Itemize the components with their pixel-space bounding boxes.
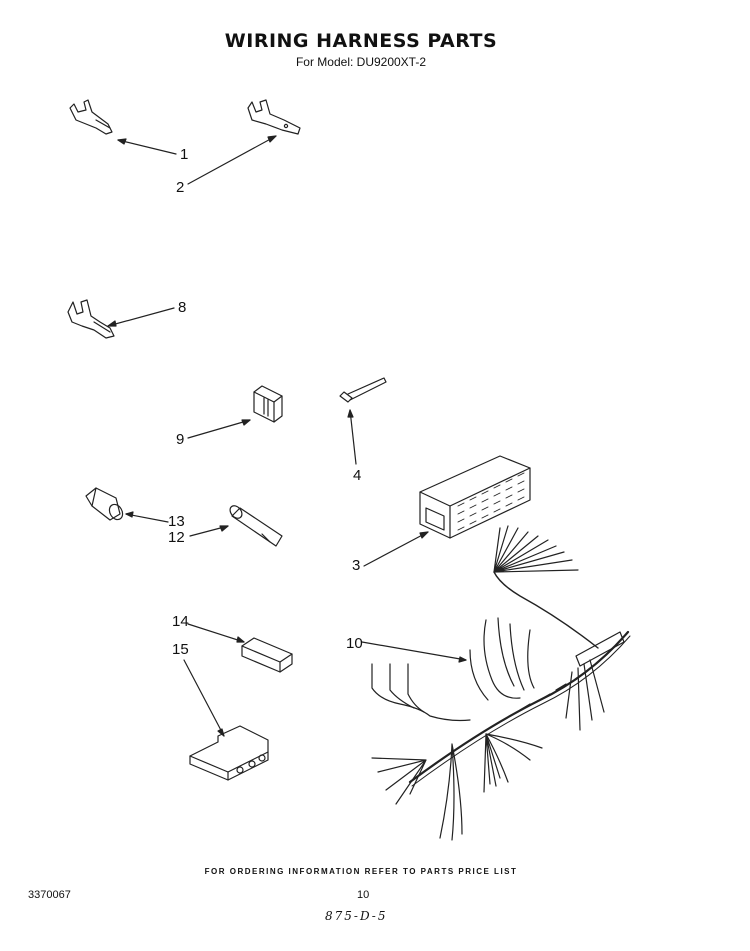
callout-14: 14 <box>172 613 189 630</box>
part-10-wiring-harness-drawing <box>371 525 631 841</box>
part-15-housing-drawing <box>189 725 269 781</box>
part-13-sleeve-drawing <box>85 487 124 521</box>
leader-arrow-15 <box>183 659 225 737</box>
leader-arrow-13 <box>125 511 169 523</box>
part-9-connector-drawing <box>253 385 283 423</box>
leader-arrow-4 <box>347 409 357 465</box>
callout-3: 3 <box>352 557 361 574</box>
part-2-terminal-drawing <box>247 99 301 135</box>
callout-13: 13 <box>168 513 185 530</box>
part-4-pin-drawing <box>339 377 387 403</box>
part-1-terminal-drawing <box>69 99 113 135</box>
leader-arrow-14 <box>187 623 245 643</box>
callout-8: 8 <box>178 299 187 316</box>
leader-arrow-3 <box>363 531 429 567</box>
part-8-terminal-drawing <box>67 299 115 339</box>
callout-12: 12 <box>168 529 185 546</box>
page-title: WIRING HARNESS PARTS <box>224 30 498 52</box>
leader-arrow-1 <box>117 138 177 155</box>
callout-1: 1 <box>180 146 189 163</box>
part-14-connector-drawing <box>241 637 293 673</box>
leader-arrow-8 <box>107 307 175 327</box>
leader-arrow-12 <box>189 525 229 537</box>
part-12-tube-drawing <box>229 505 283 547</box>
handwritten-code: 875-D-5 <box>325 909 388 923</box>
callout-15: 15 <box>172 641 189 658</box>
document-number: 3370067 <box>28 889 71 901</box>
model-subtitle: For Model: DU9200XT-2 <box>295 55 427 69</box>
callout-4: 4 <box>353 467 362 484</box>
leader-arrow-10 <box>361 641 467 663</box>
leader-arrow-2 <box>187 135 277 185</box>
callout-10: 10 <box>346 635 363 652</box>
page-number: 10 <box>357 889 370 901</box>
ordering-info-text: FOR ORDERING INFORMATION REFER TO PARTS … <box>204 867 518 876</box>
callout-9: 9 <box>176 431 185 448</box>
part-3-connector-block-drawing <box>419 455 531 539</box>
callout-2: 2 <box>176 179 185 196</box>
leader-arrow-9 <box>187 419 251 439</box>
